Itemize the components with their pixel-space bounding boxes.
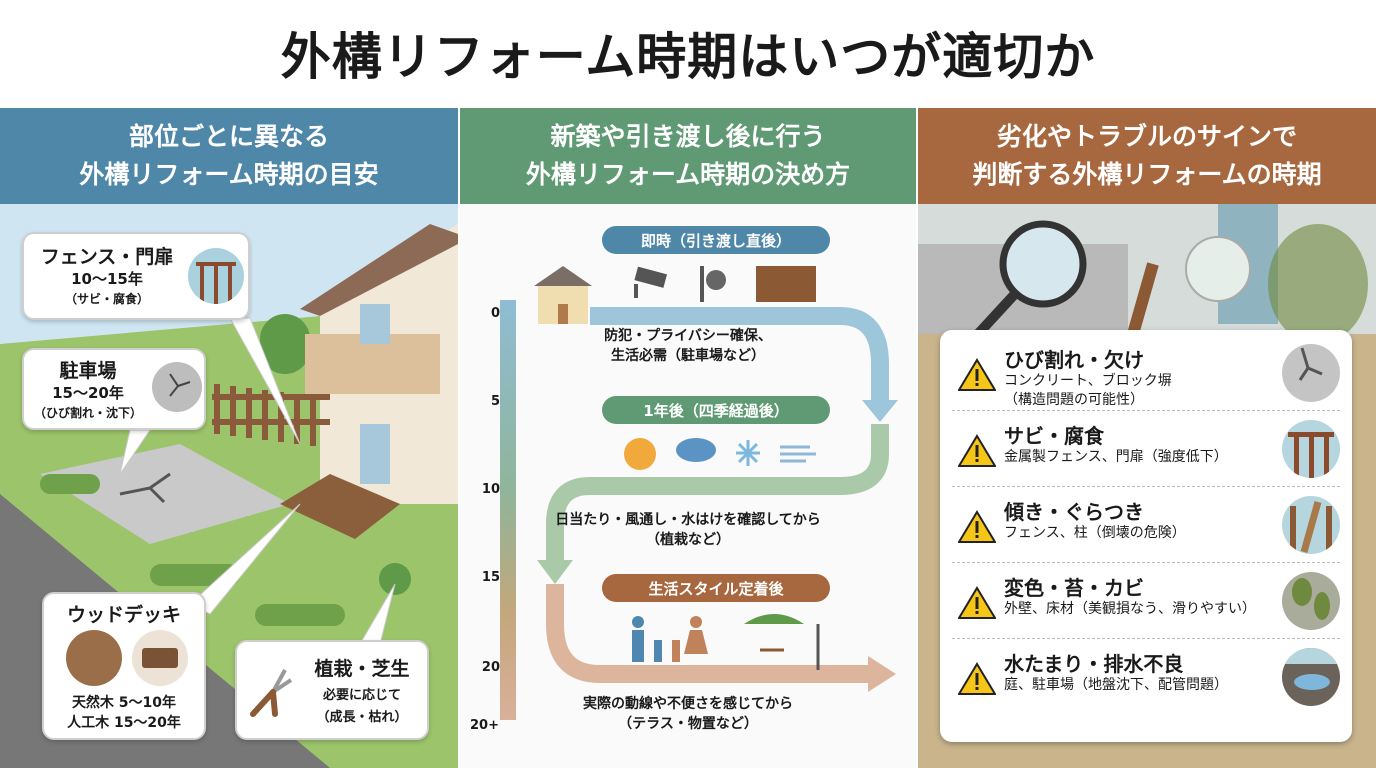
stage-desc: （テラス・物置など） — [618, 716, 758, 732]
callout-fence: フェンス・門扉 10〜15年 （サビ・腐食） — [22, 232, 250, 320]
snowflake-icon — [736, 440, 760, 466]
magnifying-glass-icon — [973, 220, 1087, 339]
callout-note: （成長・枯れ） — [316, 710, 408, 725]
tilted-post-icon — [1282, 496, 1340, 554]
stage-desc: 日当たり・風通し・水はけを確認してから — [555, 512, 821, 528]
rust-icon — [1282, 420, 1340, 478]
wood-fence-icon — [756, 266, 816, 302]
column-header-timing: 新築や引き渡し後に行う 外構リフォーム時期の決め方 — [460, 108, 916, 204]
warning-icon — [958, 662, 996, 695]
puddle-icon — [1282, 648, 1340, 706]
sign-title: サビ・腐食 — [1004, 424, 1104, 448]
cracked-concrete-icon — [152, 362, 202, 412]
sign-desc: 金属製フェンス、門扉（強度低下） — [1004, 449, 1228, 465]
patio-umbrella-table-icon — [744, 614, 820, 670]
sign-desc: 外壁、床材（美観損なう、滑りやすい） — [1004, 601, 1256, 617]
column-header-parts: 部位ごとに異なる 外構リフォーム時期の目安 — [0, 108, 458, 204]
warning-icon — [958, 434, 996, 467]
sign-title: ひび割れ・欠け — [1004, 348, 1144, 372]
deck-artificial-period: 人工木 15〜20年 — [67, 715, 181, 731]
tick-label: 5 — [490, 394, 500, 409]
tick-label: 15 — [481, 570, 500, 585]
mold-closeup-icon — [1185, 236, 1251, 302]
rain-cloud-icon — [676, 438, 716, 462]
sun-icon — [624, 438, 656, 470]
callout-title: フェンス・門扉 — [40, 246, 174, 268]
sign-row: サビ・腐食 金属製フェンス、門扉（強度低下） — [952, 412, 1340, 487]
callout-note: （ひび割れ・沈下） — [33, 406, 142, 420]
sensor-light-icon — [700, 266, 726, 302]
header-line: 新築や引き渡し後に行う — [550, 122, 826, 151]
parts-illustration-panel: フェンス・門扉 10〜15年 （サビ・腐食） 駐車場 15〜20年 （ひび割れ・… — [0, 204, 458, 768]
composite-wood-icon — [132, 630, 188, 686]
timeline-panel: 0 5 10 15 20 20+ 即時（引き渡し直後） 防犯・プライバシー確保、… — [460, 204, 916, 768]
callout-period: 10〜15年 — [71, 270, 143, 288]
header-line: 判断する外構リフォームの時期 — [972, 160, 1322, 189]
rusty-fence-icon — [188, 248, 244, 304]
header-line: 外構リフォーム時期の目安 — [79, 160, 379, 189]
timeline-flow-arrow — [500, 266, 898, 720]
sign-title: 水たまり・排水不良 — [1004, 652, 1184, 676]
callout-title: 植栽・芝生 — [314, 658, 410, 680]
callout-title: 駐車場 — [59, 360, 117, 382]
stage-pill-immediate: 即時（引き渡し直後） — [602, 226, 830, 254]
signs-panel: ひび割れ・欠け コンクリート、ブロック塀 （構造問題の可能性） サビ・腐食 金属… — [918, 204, 1376, 768]
natural-wood-icon — [66, 630, 122, 686]
house-icon — [534, 266, 592, 324]
sign-row: 変色・苔・カビ 外壁、床材（美観損なう、滑りやすい） — [952, 564, 1340, 639]
warning-icon — [958, 510, 996, 543]
stage-desc: 生活必需（駐車場など） — [611, 348, 765, 364]
sign-row: ひび割れ・欠け コンクリート、ブロック塀 （構造問題の可能性） — [952, 336, 1340, 411]
callout-wood-deck: ウッドデッキ 天然木 5〜10年 人工木 15〜20年 — [42, 592, 206, 740]
tick-label: 0 — [490, 306, 500, 321]
sign-title: 傾き・ぐらつき — [1004, 500, 1144, 524]
warning-icon — [958, 586, 996, 619]
wind-icon — [780, 445, 816, 463]
sign-desc: コンクリート、ブロック塀 — [1004, 373, 1172, 389]
pruning-shears-icon — [245, 662, 295, 722]
tick-label: 20+ — [470, 718, 499, 733]
sign-title: 変色・苔・カビ — [1004, 576, 1144, 600]
header-line: 部位ごとに異なる — [128, 122, 329, 151]
sign-desc: （構造問題の可能性） — [1004, 392, 1144, 408]
page-title: 外構リフォーム時期はいつが適切か — [280, 28, 1096, 86]
sign-row: 傾き・ぐらつき フェンス、柱（倒壊の危険） — [952, 488, 1340, 563]
timeline-scale-bar — [500, 300, 516, 720]
sign-desc: フェンス、柱（倒壊の危険） — [1004, 525, 1186, 541]
family-icon — [632, 616, 708, 662]
sign-desc: 庭、駐車場（地盤沈下、配管問題） — [1004, 677, 1228, 693]
callout-title: ウッドデッキ — [66, 604, 181, 626]
header-line: 劣化やトラブルのサインで — [996, 122, 1297, 151]
callout-note: （サビ・腐食） — [64, 292, 149, 306]
sign-row: 水たまり・排水不良 庭、駐車場（地盤沈下、配管問題） — [952, 640, 1340, 715]
callout-note: 必要に応じて — [322, 688, 401, 703]
stage-pill-one-year: 1年後（四季経過後） — [602, 396, 830, 424]
column-header-signs: 劣化やトラブルのサインで 判断する外構リフォームの時期 — [918, 108, 1376, 204]
stage-pill-lifestyle: 生活スタイル定着後 — [602, 574, 830, 602]
stage-desc: 防犯・プライバシー確保、 — [604, 328, 772, 344]
tick-label: 10 — [481, 482, 500, 497]
header-line: 外構リフォーム時期の決め方 — [525, 160, 851, 189]
stage-desc: 実際の動線や不便さを感じてから — [583, 696, 793, 712]
warning-icon — [958, 358, 996, 391]
stage-desc: （植栽など） — [646, 532, 730, 548]
signs-card: ひび割れ・欠け コンクリート、ブロック塀 （構造問題の可能性） サビ・腐食 金属… — [940, 330, 1352, 742]
deck-natural-period: 天然木 5〜10年 — [71, 695, 177, 711]
moss-icon — [1282, 572, 1340, 630]
callout-period: 15〜20年 — [52, 384, 124, 402]
security-camera-icon — [634, 266, 668, 298]
callout-planting: 植栽・芝生 必要に応じて （成長・枯れ） — [235, 640, 429, 740]
deteriorated-wall-illustration — [918, 204, 1376, 344]
callout-parking: 駐車場 15〜20年 （ひび割れ・沈下） — [22, 348, 206, 430]
crack-icon — [1282, 344, 1340, 402]
tick-label: 20 — [481, 660, 500, 675]
